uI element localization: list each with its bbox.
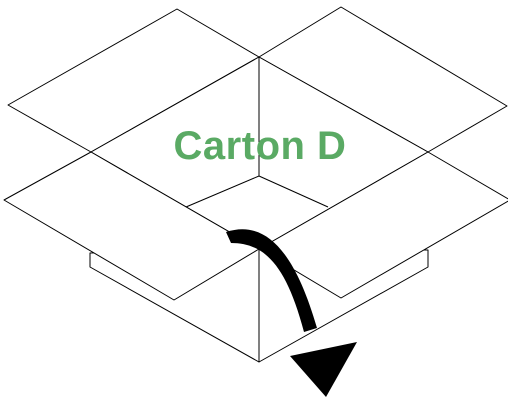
curved-arrow-icon bbox=[226, 229, 357, 397]
interior-left-floor-edge bbox=[185, 175, 260, 208]
arrow-shaft bbox=[226, 229, 317, 332]
front-right-flap bbox=[258, 151, 508, 299]
arrow-head bbox=[290, 342, 357, 397]
interior-right-floor-edge bbox=[258, 175, 329, 208]
carton-label: Carton D bbox=[173, 124, 347, 168]
